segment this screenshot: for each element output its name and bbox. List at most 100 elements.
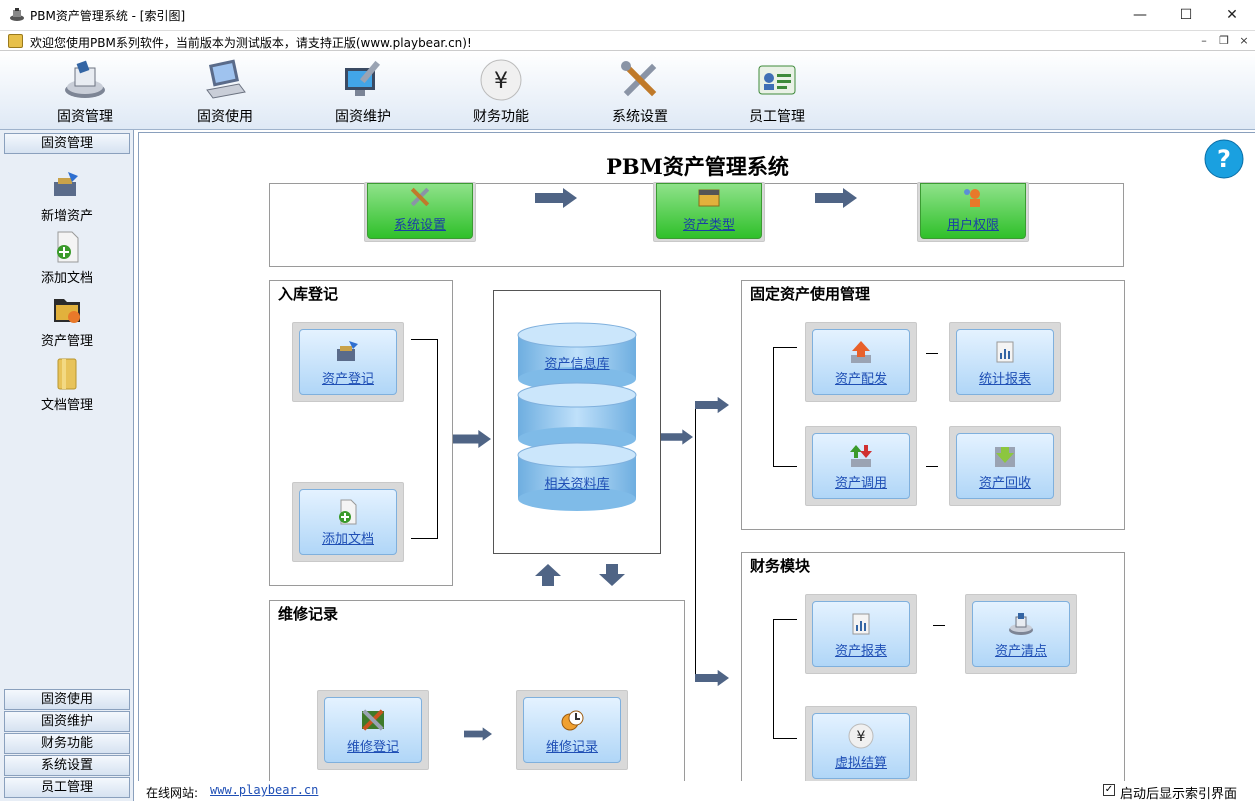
svg-text:¥: ¥ (494, 69, 508, 94)
asset-type-button[interactable]: 资产类型 (653, 182, 765, 242)
arrow-right-icon (815, 188, 857, 208)
transfer-icon (850, 445, 872, 467)
connector-line (411, 339, 438, 340)
asset-info-db-link[interactable]: 资产信息库 (544, 357, 610, 372)
finance-panel: 财务模块 资产报表 (741, 552, 1125, 781)
clock-gear-icon (561, 710, 584, 731)
sidebar-item-add-asset[interactable]: 新增资产 (0, 168, 134, 224)
asset-transfer-button[interactable]: 资产调用 (805, 426, 917, 506)
sidebar-group-system-settings[interactable]: 系统设置 (4, 755, 130, 776)
close-button[interactable]: ✕ (1226, 7, 1238, 23)
virtual-settlement-button[interactable]: ¥ 虚拟结算 (805, 706, 917, 781)
connector-line (773, 347, 774, 467)
svg-text:?: ? (1217, 145, 1231, 173)
toolbar-asset-management[interactable]: 固资管理 (30, 58, 140, 128)
toolbar-label: 固资使用 (197, 109, 253, 125)
system-settings-button[interactable]: 系统设置 (364, 182, 476, 242)
connector-line (773, 619, 797, 620)
sidebar-group-asset-usage[interactable]: 固资使用 (4, 689, 130, 710)
sidebar-group-staff-management[interactable]: 员工管理 (4, 777, 130, 798)
notice-icon (8, 34, 23, 48)
toolbar-label: 员工管理 (749, 109, 805, 125)
report-chart-icon (852, 613, 870, 635)
toolbar-asset-maintenance[interactable]: 固资维护 (308, 58, 418, 128)
show-index-checkbox-label[interactable]: 启动后显示索引界面 (1120, 787, 1238, 802)
arrow-up-icon[interactable] (535, 564, 561, 586)
panel-title: 固定资产使用管理 (750, 285, 871, 303)
tools-icon (410, 187, 430, 207)
connector-line (437, 339, 438, 539)
sidebar-item-asset-management[interactable]: 资产管理 (0, 293, 134, 349)
asset-box-icon (698, 189, 720, 207)
toolbar-system-settings[interactable]: 系统设置 (585, 58, 695, 128)
repair-register-button[interactable]: 维修登记 (317, 690, 429, 770)
button-label: 统计报表 (978, 372, 1031, 387)
arrow-down-icon[interactable] (599, 564, 625, 586)
scanner-icon (1009, 613, 1033, 635)
arrow-right-icon (695, 669, 729, 687)
minimize-button[interactable]: — (1133, 7, 1147, 23)
statistics-report-button[interactable]: 统计报表 (949, 322, 1061, 402)
sidebar-item-add-document[interactable]: 添加文档 (0, 230, 134, 286)
asset-distribute-button[interactable]: 资产配发 (805, 322, 917, 402)
mdi-restore-button[interactable]: ❐ (1219, 34, 1229, 47)
button-label: 资产清点 (994, 644, 1047, 659)
help-icon[interactable]: ? (1204, 139, 1244, 179)
add-document-button[interactable]: 添加文档 (292, 482, 404, 562)
database-cylinders (517, 322, 637, 511)
panel-title: 入库登记 (278, 285, 339, 303)
sidebar-group-asset-maintenance[interactable]: 固资维护 (4, 711, 130, 732)
sidebar-item-label: 添加文档 (40, 271, 93, 286)
panel-title: 财务模块 (750, 557, 811, 575)
add-document-icon (339, 499, 357, 525)
message-bar: 欢迎您使用PBM系列软件，当前版本为测试版本，请支持正版(www.playbea… (0, 31, 1255, 51)
mdi-minimize-button[interactable]: – (1201, 34, 1207, 47)
yen-icon: ¥ (480, 59, 522, 101)
asset-folder-icon (54, 299, 80, 323)
toolbar-finance[interactable]: ¥ 财务功能 (446, 58, 556, 128)
window-title: PBM资产管理系统 - [索引图] (30, 9, 186, 23)
website-link[interactable]: www.playbear.cn (210, 783, 319, 797)
upload-icon (851, 341, 871, 363)
asset-recycle-button[interactable]: 资产回收 (949, 426, 1061, 506)
user-permissions-button[interactable]: 用户权限 (917, 182, 1029, 242)
button-label: 资产回收 (978, 476, 1031, 491)
toolbar-staff-management[interactable]: 员工管理 (722, 58, 832, 128)
report-chart-icon (996, 341, 1014, 363)
toolbar-label: 固资维护 (335, 109, 391, 125)
inbound-panel: 入库登记 资产登记 添加文档 (269, 280, 453, 586)
sidebar-item-document-management[interactable]: 文档管理 (0, 357, 134, 413)
sidebar-header[interactable]: 固资管理 (4, 133, 130, 154)
button-label: 添加文档 (321, 532, 374, 547)
sidebar-group-finance[interactable]: 财务功能 (4, 733, 130, 754)
button-label: 资产报表 (834, 644, 887, 659)
connector-line (695, 403, 696, 679)
button-label: 资产调用 (834, 476, 887, 491)
repair-tools-icon (362, 709, 384, 731)
title-bar: PBM资产管理系统 - [索引图] — ☐ ✕ (0, 0, 1255, 31)
button-label: 系统设置 (393, 218, 446, 233)
toolbar-label: 系统设置 (612, 109, 668, 125)
repair-history-button[interactable]: 维修记录 (516, 690, 628, 770)
connector-line (773, 738, 797, 739)
sidebar-item-label: 新增资产 (40, 209, 93, 224)
button-label: 虚拟结算 (834, 756, 887, 771)
settings-panel: 系统设置 资产类型 用户权限 (269, 182, 1124, 267)
asset-report-button[interactable]: 资产报表 (805, 594, 917, 674)
site-label: 在线网站: (146, 786, 199, 800)
add-asset-icon (54, 172, 78, 196)
arrow-right-icon (464, 727, 492, 741)
button-label: 维修记录 (545, 740, 598, 755)
asset-inventory-button[interactable]: 资产清点 (965, 594, 1077, 674)
arrow-right-icon (695, 396, 729, 414)
toolbar-label: 财务功能 (473, 109, 529, 125)
maximize-button[interactable]: ☐ (1179, 7, 1193, 23)
connector-line (933, 625, 945, 626)
toolbar-asset-usage[interactable]: 固资使用 (170, 58, 280, 128)
connector-line (773, 619, 774, 739)
mdi-close-button[interactable]: × (1239, 34, 1249, 47)
related-docs-db-link[interactable]: 相关资料库 (544, 477, 610, 492)
arrow-right-icon (535, 188, 577, 208)
asset-register-button[interactable]: 资产登记 (292, 322, 404, 402)
show-index-checkbox[interactable]: ✓ (1103, 784, 1115, 796)
